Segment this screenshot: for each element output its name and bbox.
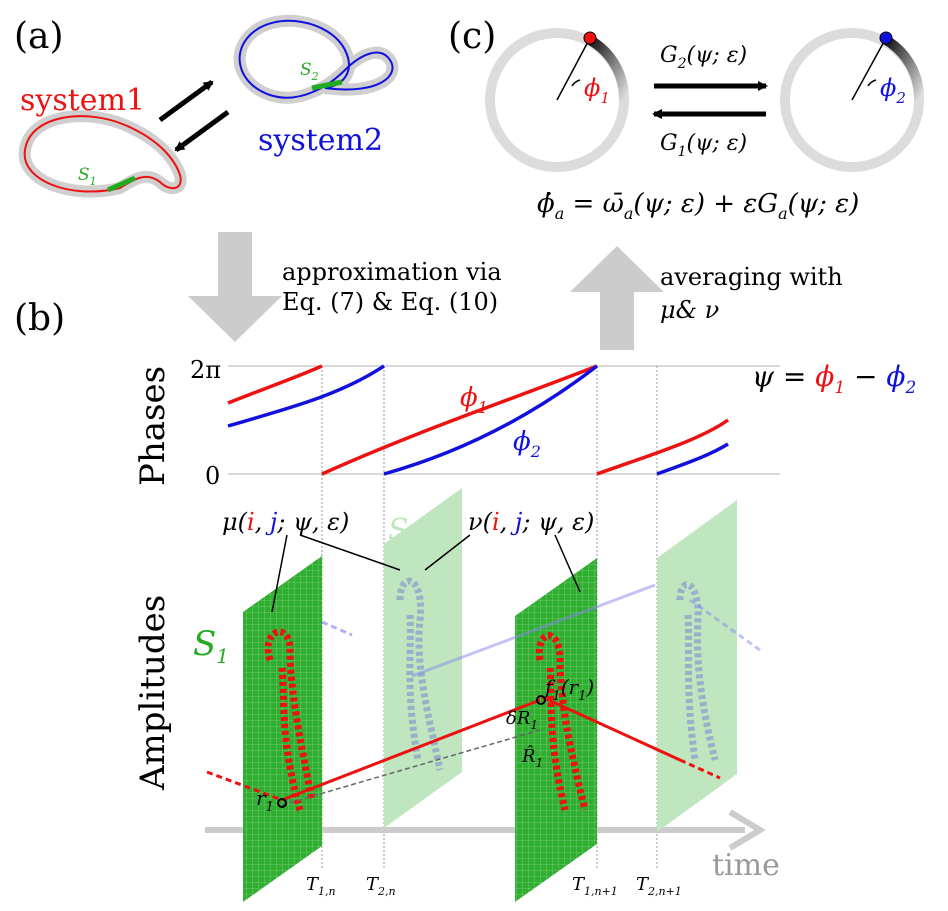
phi2-curve-2 <box>383 364 599 476</box>
dR1-label: δR1 <box>506 708 538 732</box>
phi1-curve-3 <box>596 418 730 476</box>
system2-label: system2 <box>258 123 383 158</box>
approx-line1: approximation via <box>282 258 502 286</box>
nu-label: ν(i, j; ψ, ε) <box>468 508 594 536</box>
digit-pattern-2 <box>396 577 444 771</box>
digit-pattern-3 <box>535 632 589 811</box>
nu-pointer-1 <box>424 534 471 571</box>
phases-plot <box>227 364 780 870</box>
phi2-curve-1 <box>227 364 385 428</box>
avg-line2: μ& ν <box>660 296 719 324</box>
mu-pointer-1 <box>271 534 288 613</box>
phi2-curve-label: ϕ2 <box>513 427 541 461</box>
panel-c-label: (c) <box>448 16 496 57</box>
time-label: time <box>712 848 780 883</box>
tick-T1n: T1,n <box>306 874 336 898</box>
amplitudes-ylabel: Amplitudes <box>133 595 173 791</box>
f1-point <box>536 695 546 705</box>
c-phi1-label: ϕ1 <box>584 74 610 107</box>
approx-arrow <box>188 232 282 342</box>
oscillator-1 <box>485 28 630 172</box>
approx-line2: Eq. (7) & Eq. (10) <box>282 288 498 316</box>
panel-b-label: (b) <box>14 298 65 339</box>
digit-pattern-4 <box>676 581 719 761</box>
avg-line1: averaging with <box>660 263 843 291</box>
phi1-curve-1 <box>227 364 323 405</box>
phase-equation: ϕ̇a = ω̄a(ψ; ε) + εGa(ψ; ε) <box>537 189 859 223</box>
mu-pointer-2 <box>299 534 401 571</box>
f1-label: f1(r1) <box>543 675 594 704</box>
oscillator-2 <box>780 28 925 172</box>
sheet-S1-n <box>243 556 322 902</box>
r1-point <box>277 798 287 808</box>
r1-label: r1 <box>256 786 274 815</box>
arrow-down-left <box>174 109 230 153</box>
digit-pattern-1 <box>264 628 316 811</box>
tick-T2n1: T2,n+1 <box>636 874 682 898</box>
trajectory-blue <box>321 583 761 678</box>
s1-label: S1 <box>78 165 97 188</box>
phi1-curve-2 <box>321 364 598 476</box>
tick-2pi: 2π <box>190 356 221 384</box>
sheet-S2-n1 <box>657 500 737 832</box>
approx-dashed-line <box>281 729 541 806</box>
c-phi2-label: ϕ2 <box>880 74 906 107</box>
tick-T1n1: T1,n+1 <box>572 874 618 898</box>
s2-label: S2 <box>300 60 319 83</box>
system1-loop <box>18 110 187 198</box>
G1-label: G1(ψ; ε) <box>660 131 747 160</box>
psi-equation: ψ = ϕ1 − ϕ2 <box>752 360 916 398</box>
arrow-up-right <box>158 79 214 123</box>
G2-label: G2(ψ; ε) <box>660 43 747 72</box>
system2-loop <box>233 14 399 104</box>
panel-a-label: (a) <box>14 16 64 57</box>
tick-T2n: T2,n <box>366 874 396 898</box>
Rhat1-label: R̂1 <box>521 745 543 770</box>
sheet-S2-n <box>384 488 462 828</box>
phi2-curve-3 <box>656 442 729 476</box>
averaging-arrow <box>570 246 664 350</box>
mu-label: μ(i, j; ψ, ε) <box>222 508 349 536</box>
S2-sheet-label: S2 <box>388 513 420 553</box>
sheet-S1-n1 <box>515 558 597 902</box>
phases-ylabel: Phases <box>133 366 173 486</box>
system1-label: system1 <box>20 83 145 118</box>
phi1-curve-label: ϕ1 <box>460 383 488 417</box>
nu-pointer-2 <box>554 534 581 593</box>
trajectory-red <box>206 695 721 802</box>
S1-sheet-label: S1 <box>193 624 229 668</box>
tick-0: 0 <box>205 462 220 490</box>
